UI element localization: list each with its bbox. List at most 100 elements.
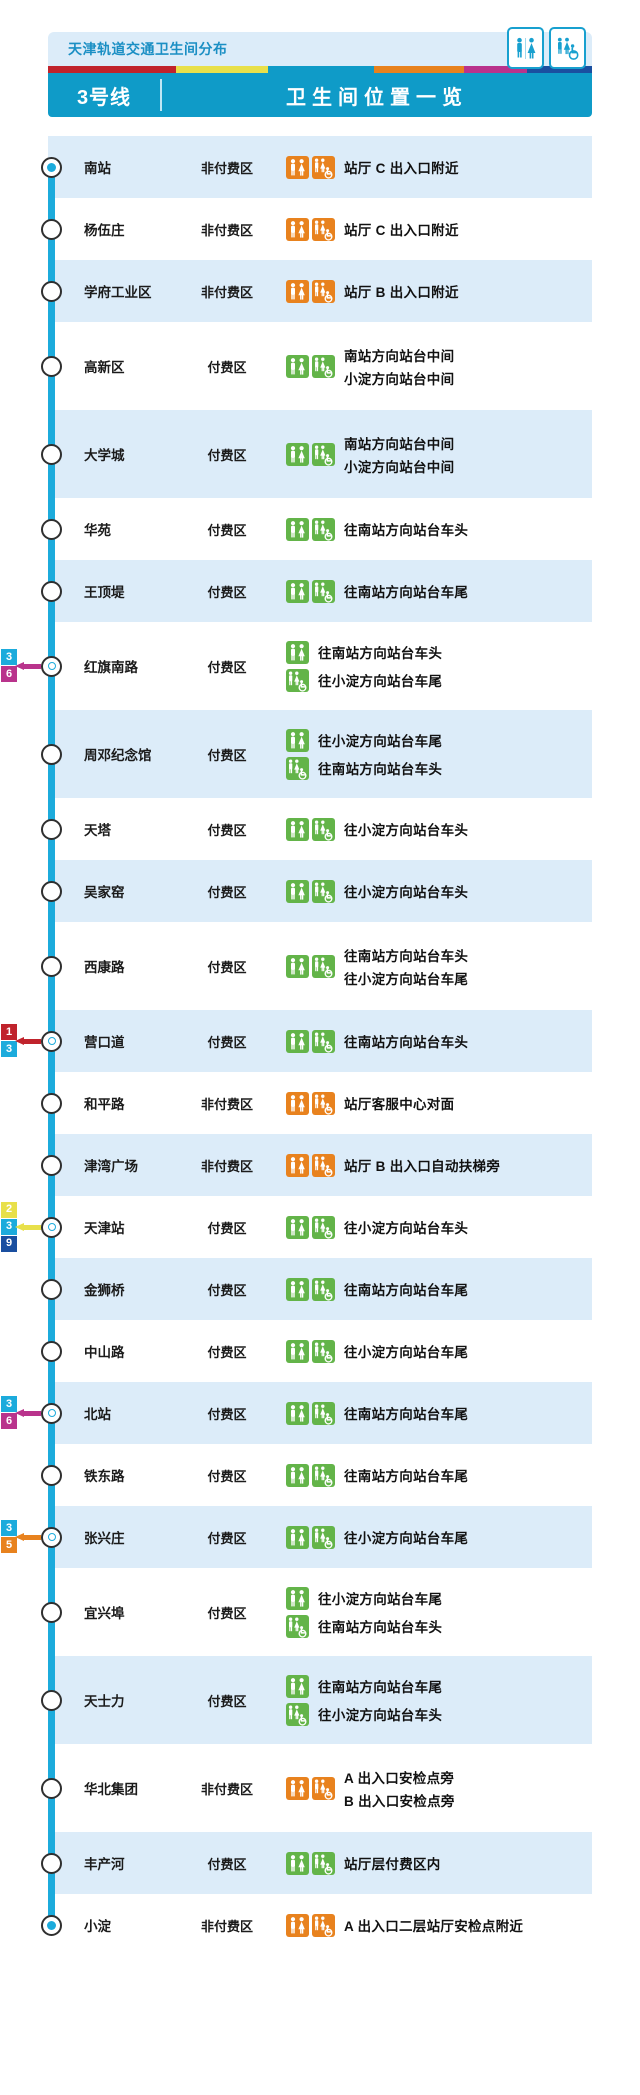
interchange-line-badge[interactable]: 3	[1, 649, 17, 665]
restroom-location-text: 往南站方向站台车尾	[344, 585, 469, 600]
table-row[interactable]: 大学城付费区南站方向站台中间小淀方向站台中间	[48, 410, 592, 498]
restroom-location-list: 往南站方向站台车头往小淀方向站台车尾	[286, 640, 442, 693]
table-row[interactable]: 西康路付费区往南站方向站台车头往小淀方向站台车尾	[48, 922, 592, 1010]
station-name: 小淀	[84, 1919, 111, 1934]
table-row[interactable]: 华苑付费区往南站方向站台车头	[48, 498, 592, 560]
table-row[interactable]: 津湾广场非付费区站厅 B 出入口自动扶梯旁	[48, 1134, 592, 1196]
station-marker[interactable]	[41, 218, 62, 240]
accessible-restroom-icon	[286, 1702, 309, 1726]
table-row[interactable]: 铁东路付费区往南站方向站台车尾	[48, 1444, 592, 1506]
accessible-restroom-icon	[312, 1029, 335, 1053]
station-marker[interactable]	[41, 1601, 62, 1623]
restroom-location-text: 往南站方向站台车头	[344, 1035, 469, 1050]
table-row[interactable]: 学府工业区非付费区站厅 B 出入口附近	[48, 260, 592, 322]
fare-zone: 付费区	[207, 1605, 247, 1621]
station-marker[interactable]	[41, 955, 62, 977]
restroom-location-cell: 往小淀方向站台车头	[286, 1215, 592, 1239]
table-row[interactable]: 张兴庄付费区往小淀方向站台车尾	[48, 1506, 592, 1568]
station-marker[interactable]	[41, 1689, 62, 1711]
table-row[interactable]: 金狮桥付费区往南站方向站台车尾	[48, 1258, 592, 1320]
restroom-location-cell: 站厅 C 出入口附近	[286, 217, 592, 241]
restroom-location-cell: 往小淀方向站台车尾	[286, 1525, 592, 1549]
station-marker[interactable]	[41, 1030, 62, 1052]
table-row[interactable]: 周邓纪念馆付费区往小淀方向站台车尾往南站方向站台车头	[48, 710, 592, 798]
table-row[interactable]: 天士力付费区往南站方向站台车尾往小淀方向站台车头	[48, 1656, 592, 1744]
station-marker[interactable]	[41, 518, 62, 540]
station-marker[interactable]	[41, 1402, 62, 1424]
station-marker[interactable]	[41, 1777, 62, 1799]
restroom-icon	[286, 442, 309, 466]
interchange-line-badge[interactable]: 9	[1, 1235, 17, 1252]
station-marker[interactable]	[41, 1092, 62, 1114]
station-name: 周邓纪念馆	[84, 748, 152, 763]
restroom-location-text: 往小淀方向站台车尾	[344, 971, 469, 987]
restroom-location-cell: 站厅层付费区内	[286, 1851, 592, 1875]
interchange-line-badge[interactable]: 3	[1, 1041, 17, 1057]
station-marker[interactable]	[41, 1464, 62, 1486]
station-marker[interactable]	[41, 1526, 62, 1548]
table-row[interactable]: 吴家窑付费区往小淀方向站台车头	[48, 860, 592, 922]
station-marker[interactable]	[41, 818, 62, 840]
table-row[interactable]: 杨伍庄非付费区站厅 C 出入口附近	[48, 198, 592, 260]
table-row[interactable]: 中山路付费区往小淀方向站台车尾	[48, 1320, 592, 1382]
interchange-line-badge[interactable]: 1	[1, 1024, 17, 1040]
table-row[interactable]: 王顶堤付费区往南站方向站台车尾	[48, 560, 592, 622]
station-marker[interactable]	[41, 743, 62, 765]
accessible-restroom-icon	[312, 1401, 335, 1425]
table-row[interactable]: 天塔付费区往小淀方向站台车头	[48, 798, 592, 860]
restroom-icon-pair	[286, 1339, 335, 1363]
table-row[interactable]: 丰产河付费区站厅层付费区内	[48, 1832, 592, 1894]
accessible-restroom-icon	[312, 1339, 335, 1363]
interchange-line-badge[interactable]: 5	[1, 1537, 17, 1553]
table-row[interactable]: 南站非付费区站厅 C 出入口附近	[48, 136, 592, 198]
station-marker[interactable]	[41, 1852, 62, 1874]
list-item: 往小淀方向站台车尾	[286, 1586, 442, 1611]
station-name: 和平路	[84, 1097, 125, 1112]
interchange-line-badge[interactable]: 6	[1, 666, 17, 682]
station-name: 北站	[84, 1407, 111, 1422]
table-row[interactable]: 和平路非付费区站厅客服中心对面	[48, 1072, 592, 1134]
station-marker[interactable]	[41, 1154, 62, 1176]
table-row[interactable]: 营口道付费区往南站方向站台车头	[48, 1010, 592, 1072]
fare-zone: 付费区	[207, 822, 247, 838]
station-marker[interactable]	[41, 1340, 62, 1362]
table-row[interactable]: 宜兴埠付费区往小淀方向站台车尾往南站方向站台车头	[48, 1568, 592, 1656]
station-marker[interactable]	[41, 1216, 62, 1238]
station-marker[interactable]	[41, 580, 62, 602]
table-row[interactable]: 高新区付费区南站方向站台中间小淀方向站台中间	[48, 322, 592, 410]
table-row[interactable]: 天津站付费区往小淀方向站台车头	[48, 1196, 592, 1258]
header-divider	[160, 79, 162, 111]
station-marker[interactable]	[41, 443, 62, 465]
accessible-restroom-icon	[312, 1091, 335, 1115]
station-marker[interactable]	[41, 880, 62, 902]
restroom-icon-pair	[286, 817, 335, 841]
accessible-restroom-icon	[312, 442, 335, 466]
interchange-line-badge[interactable]: 3	[1, 1520, 17, 1536]
station-marker[interactable]	[41, 355, 62, 377]
restroom-icon	[286, 1776, 309, 1800]
interchange-line-badge[interactable]: 6	[1, 1413, 17, 1429]
station-marker[interactable]	[41, 655, 62, 677]
header-restroom-icons	[507, 27, 586, 69]
station-marker[interactable]	[41, 156, 62, 178]
table-row[interactable]: 红旗南路付费区往南站方向站台车头往小淀方向站台车尾	[48, 622, 592, 710]
interchange-line-badge[interactable]: 3	[1, 1218, 17, 1235]
table-row[interactable]: 北站付费区往南站方向站台车尾	[48, 1382, 592, 1444]
restroom-icon-pair	[286, 879, 335, 903]
station-marker[interactable]	[41, 280, 62, 302]
interchange-line-badge[interactable]: 2	[1, 1201, 17, 1218]
restroom-icon-pair	[286, 1463, 335, 1487]
interchange-line-badge[interactable]: 3	[1, 1396, 17, 1412]
accessible-restroom-icon	[312, 517, 335, 541]
restroom-location-cell: 南站方向站台中间小淀方向站台中间	[286, 345, 592, 388]
restroom-location-text: 小淀方向站台中间	[344, 459, 455, 475]
station-marker[interactable]	[41, 1914, 62, 1936]
station-marker[interactable]	[41, 1278, 62, 1300]
